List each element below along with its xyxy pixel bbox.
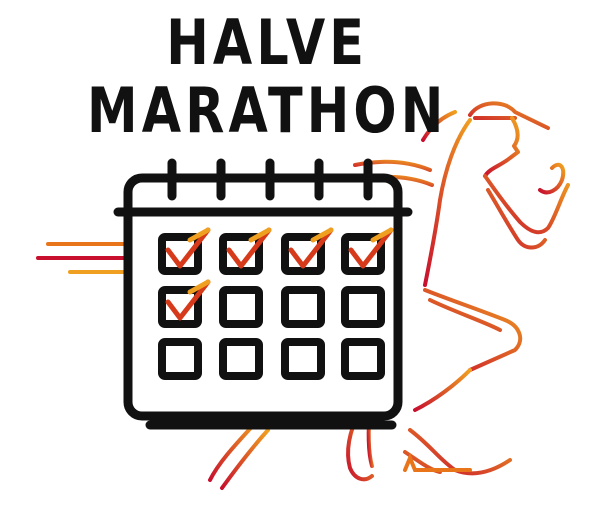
calendar-cell: [158, 233, 202, 275]
calendar-cell: [341, 286, 385, 328]
calendar-cell: [341, 233, 385, 275]
calendar-cell: [219, 233, 263, 275]
calendar-cell: [219, 286, 263, 328]
checkmark-icon: [226, 227, 272, 269]
calendar-cell: [158, 286, 202, 328]
checkmark-icon: [165, 227, 211, 269]
calendar-cell: [341, 338, 385, 380]
calendar-cell: [281, 286, 325, 328]
calendar-cell: [158, 338, 202, 380]
calendar-icon: [113, 158, 413, 430]
title-line-1: HALVE: [166, 6, 369, 79]
calendar-cell: [281, 338, 325, 380]
checkmark-icon: [288, 227, 334, 269]
speed-lines: [36, 242, 562, 492]
checkmark-icon: [348, 227, 394, 269]
checkmark-icon: [165, 279, 211, 321]
calendar-cell: [219, 338, 263, 380]
calendar-cell: [281, 233, 325, 275]
title-line-2: MARATHON: [87, 74, 448, 147]
